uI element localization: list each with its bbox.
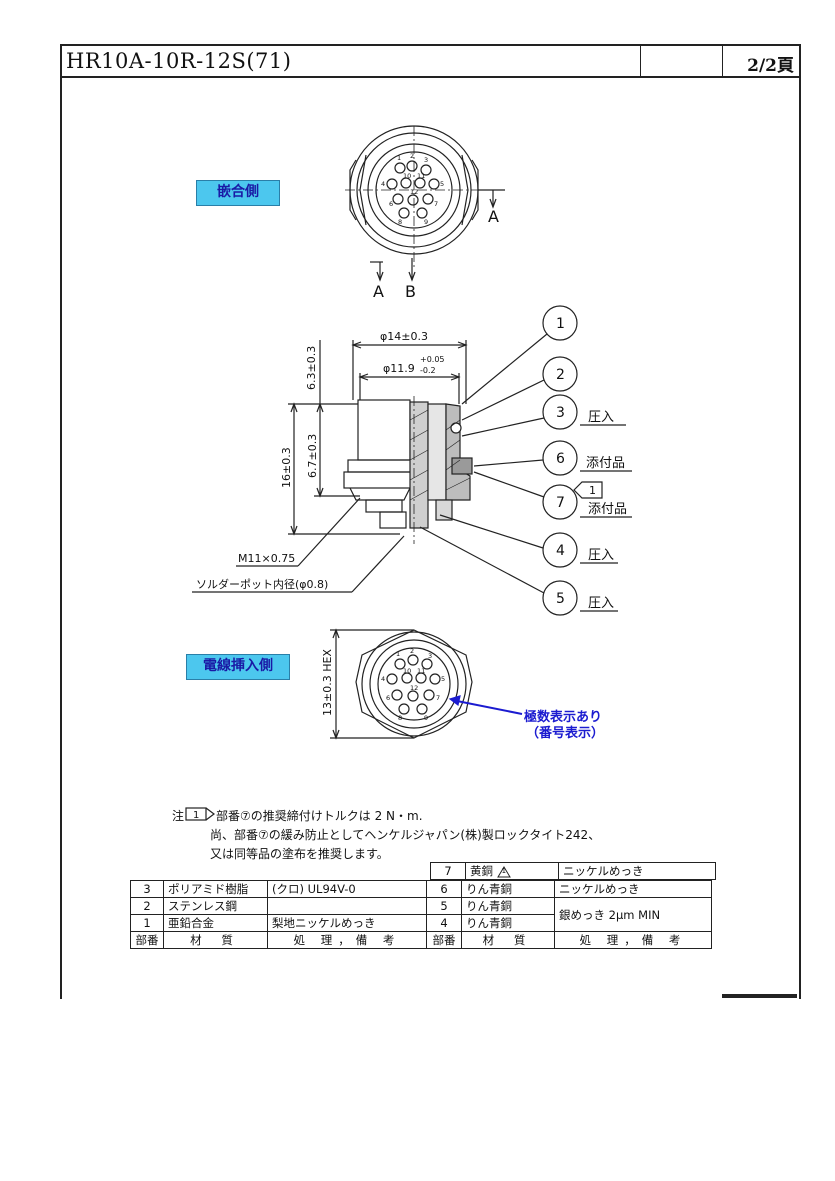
part-7-treatment: ニッケルめっき <box>558 862 716 880</box>
callout-1-no: 1 <box>556 316 565 332</box>
dim-dia-inner: φ11.9 <box>383 362 415 375</box>
svg-text:3: 3 <box>428 652 432 660</box>
svg-text:8: 8 <box>398 218 402 226</box>
note-prefix: 注 <box>172 809 185 823</box>
svg-text:12: 12 <box>410 684 418 692</box>
sheet-bottom-mark <box>722 994 797 998</box>
part-7-warning-number: 1 <box>501 866 507 875</box>
part-7-no: 7 <box>430 862 466 880</box>
section-mark-a-bottom: A <box>373 282 384 301</box>
svg-text:2: 2 <box>410 647 414 655</box>
drawing-sheet: HR10A-10R-12S(71) 2/2頁 <box>60 44 801 999</box>
side-section-view <box>192 340 473 593</box>
svg-text:4: 4 <box>381 675 385 683</box>
callout-4-no: 4 <box>556 543 565 559</box>
parts-table-right-top: 7 黄銅 1 ニッケルめっき <box>430 862 716 880</box>
callout-7-no: 7 <box>556 495 565 511</box>
svg-text:7: 7 <box>436 694 440 702</box>
svg-text:10: 10 <box>403 172 411 180</box>
callout-7-text: 添付品 <box>588 502 627 517</box>
note-line1: 部番⑦の推奨締付けトルクは 2 N・m. <box>216 809 423 823</box>
rear-pin-contacts <box>386 654 441 715</box>
callout-6-text: 添付品 <box>586 456 625 471</box>
title-block: HR10A-10R-12S(71) 2/2頁 <box>62 46 799 78</box>
dim-dia-inner-tol-upper: +0.05 <box>420 355 445 364</box>
table-row: 7 黄銅 1 ニッケルめっき <box>430 862 716 880</box>
page-number: 2/2頁 <box>747 56 794 76</box>
note-line3: 又は同等品の塗布を推奨します。 <box>210 847 389 861</box>
svg-text:9: 9 <box>424 218 428 226</box>
svg-text:9: 9 <box>424 714 428 722</box>
dim-length-thread: 6.7±0.3 <box>306 434 319 478</box>
svg-text:1: 1 <box>396 650 400 658</box>
callout-5-text: 圧入 <box>588 596 614 611</box>
warning-triangle-icon: 1 <box>496 865 511 878</box>
dim-thread: M11×0.75 <box>238 552 295 565</box>
dim-solder-pot: ソルダーポット内径(φ0.8) <box>196 577 328 591</box>
polarity-note-line2: （番号表示） <box>526 726 605 741</box>
callout-3-text: 圧入 <box>588 410 614 425</box>
dim-dia-inner-tol-lower: -0.2 <box>420 366 436 375</box>
svg-text:11: 11 <box>417 172 425 180</box>
table-row: 2 ステンレス鋼 5 りん青銅 銀めっき 2μm MIN <box>130 897 712 932</box>
polarity-note-line1: 極数表示あり <box>524 710 603 725</box>
svg-text:6: 6 <box>386 694 390 702</box>
rear-view <box>330 628 473 740</box>
callout-7-flag: 1 <box>589 484 596 497</box>
svg-text:4: 4 <box>381 180 385 188</box>
svg-text:6: 6 <box>389 200 393 208</box>
table-header-row: 部番 材 質 処 理，備 考 部番 材 質 処 理，備 考 <box>130 931 712 949</box>
front-view <box>345 125 505 282</box>
dim-dia-outer: φ14±0.3 <box>380 330 428 343</box>
svg-text:8: 8 <box>398 714 402 722</box>
svg-text:5: 5 <box>441 675 445 683</box>
part-7-material-cell: 黄銅 1 <box>465 862 559 880</box>
front-pin-contacts <box>386 160 440 219</box>
callout-6-no: 6 <box>556 451 565 467</box>
mating-side-label: 嵌合側 <box>196 180 280 206</box>
callout-5-no: 5 <box>556 591 565 607</box>
callout-2-no: 2 <box>556 367 565 383</box>
svg-text:12: 12 <box>410 188 418 196</box>
dim-length-top: 6.3±0.3 <box>305 346 318 390</box>
table-row: 1 亜鉛合金 梨地ニッケルめっき 4 りん青銅 <box>130 914 712 932</box>
parts-table-main: 3 ポリアミド樹脂 (クロ) UL94V-0 6 りん青銅 ニッケルめっき 2 … <box>130 880 712 949</box>
part-callouts <box>419 305 632 616</box>
svg-text:5: 5 <box>440 180 444 188</box>
title-block-page-cell: 2/2頁 <box>722 46 800 76</box>
table-row: 3 ポリアミド樹脂 (クロ) UL94V-0 6 りん青銅 ニッケルめっき <box>130 880 712 898</box>
callout-4-text: 圧入 <box>588 548 614 563</box>
svg-text:11: 11 <box>417 667 425 675</box>
note-line2: 尚、部番⑦の緩み防止としてヘンケルジャパン(株)製ロックタイト242、 <box>210 828 601 842</box>
section-mark-a-right: A <box>488 207 499 226</box>
svg-text:2: 2 <box>410 152 414 160</box>
svg-text:3: 3 <box>424 156 428 164</box>
svg-text:1: 1 <box>397 154 401 162</box>
section-mark-b-bottom: B <box>405 282 416 301</box>
dim-hex: 13±0.3 HEX <box>321 649 334 716</box>
note-flag-number: 1 <box>193 810 199 821</box>
svg-text:10: 10 <box>403 667 411 675</box>
svg-text:7: 7 <box>434 200 438 208</box>
title-block-blank-cell <box>640 46 723 76</box>
dim-length-total: 16±0.3 <box>280 447 293 488</box>
part-7-material: 黄銅 <box>470 864 493 878</box>
wire-insert-side-label: 電線挿入側 <box>186 654 290 680</box>
callout-3-no: 3 <box>556 405 565 421</box>
drawing-title: HR10A-10R-12S(71) <box>66 49 292 73</box>
